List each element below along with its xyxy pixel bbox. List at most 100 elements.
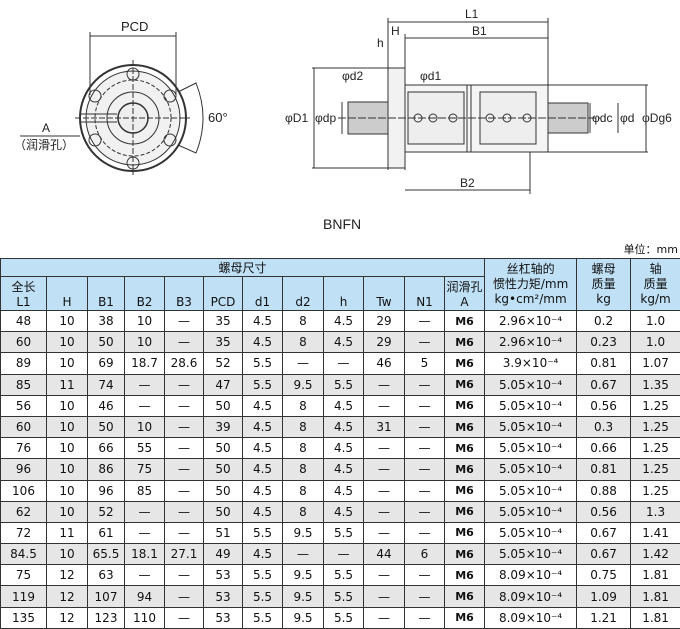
table-cell: 9.5 xyxy=(282,606,324,629)
h-lower-label: h xyxy=(377,36,384,50)
column-header: B2 xyxy=(124,276,165,311)
table-cell: 5.05×10⁻⁴ xyxy=(484,415,578,439)
column-header: h xyxy=(323,276,364,311)
table-cell: 5 xyxy=(404,352,445,375)
table-cell: M6 xyxy=(443,437,486,460)
table-cell: 10 xyxy=(124,415,165,439)
table-cell: 10 xyxy=(46,415,88,439)
column-header: B1 xyxy=(87,276,125,311)
table-cell: — xyxy=(164,373,204,396)
table-cell: 31 xyxy=(363,415,405,439)
table-cell: 8 xyxy=(282,437,324,460)
table-cell: 1.81 xyxy=(630,564,680,587)
table-cell: 94 xyxy=(124,585,165,608)
table-cell: — xyxy=(404,415,445,439)
table-cell: — xyxy=(363,373,405,396)
d1-hole-label: φd1 xyxy=(420,69,441,83)
table-cell: 47 xyxy=(203,373,243,396)
table-cell: M6 xyxy=(443,543,486,566)
table-cell: 18.7 xyxy=(124,352,165,375)
table-cell: 69 xyxy=(87,352,125,375)
table-cell: 9.5 xyxy=(282,585,324,608)
table-cell: 5.05×10⁻⁴ xyxy=(484,458,578,481)
table-cell: M6 xyxy=(443,309,486,333)
table-cell: 11 xyxy=(46,373,88,396)
table-cell: — xyxy=(164,331,204,354)
table-cell: 49 xyxy=(203,543,243,566)
table-cell: 1.25 xyxy=(630,479,680,502)
table-cell: — xyxy=(363,521,405,545)
dc-label: φdc xyxy=(592,111,612,125)
table-cell: 4.5 xyxy=(323,458,364,481)
table-cell: 1.81 xyxy=(630,606,680,629)
table-cell: — xyxy=(404,585,445,608)
table-cell: 52 xyxy=(87,500,125,523)
table-cell: 5.05×10⁻⁴ xyxy=(484,543,578,566)
table-cell: 1.3 xyxy=(630,500,680,523)
table-cell: 1.09 xyxy=(576,585,632,608)
table-cell: — xyxy=(363,479,405,502)
table-cell: — xyxy=(363,437,405,460)
table-cell: 5.05×10⁻⁴ xyxy=(484,479,578,502)
table-cell: 50 xyxy=(87,331,125,354)
table-cell: 39 xyxy=(203,415,243,439)
table-cell: 5.5 xyxy=(242,564,283,587)
table-cell: 10 xyxy=(46,479,88,502)
table-cell: M6 xyxy=(443,373,486,396)
column-header: d2 xyxy=(282,276,324,311)
table-cell: M6 xyxy=(443,500,486,523)
table-cell: 1.0 xyxy=(630,309,680,333)
table-cell: 5.5 xyxy=(242,373,283,396)
column-header: B3 xyxy=(164,276,204,311)
table-cell: 8 xyxy=(282,479,324,502)
table-cell: 9.5 xyxy=(282,564,324,587)
table-cell: 29 xyxy=(363,331,405,354)
table-cell: — xyxy=(363,458,405,481)
table-cell: 10 xyxy=(124,309,165,333)
table-cell: 0.3 xyxy=(576,415,632,439)
table-cell: M6 xyxy=(443,331,486,354)
table-cell: 10 xyxy=(124,331,165,354)
table-cell: 5.5 xyxy=(242,352,283,375)
table-cell: 50 xyxy=(203,479,243,502)
lube-hole-label: A xyxy=(42,121,50,135)
table-cell: 1.21 xyxy=(576,606,632,629)
table-cell: 50 xyxy=(203,458,243,481)
table-cell: — xyxy=(164,309,204,333)
table-cell: 106 xyxy=(0,479,47,502)
table-cell: 76 xyxy=(0,437,47,460)
table-cell: 72 xyxy=(0,521,47,545)
table-cell: 0.67 xyxy=(576,373,632,396)
table-cell: — xyxy=(124,373,165,396)
table-cell: 4.5 xyxy=(242,458,283,481)
table-cell: 50 xyxy=(87,415,125,439)
table-cell: 0.2 xyxy=(576,309,632,333)
table-cell: 8.09×10⁻⁴ xyxy=(484,564,578,587)
table-cell: 8 xyxy=(282,500,324,523)
table-cell: — xyxy=(404,500,445,523)
table-cell: — xyxy=(164,500,204,523)
table-cell: 5.5 xyxy=(242,606,283,629)
table-cell: 56 xyxy=(0,394,47,417)
table-cell: — xyxy=(404,437,445,460)
table-cell: M6 xyxy=(443,352,486,375)
table-cell: 86 xyxy=(87,458,125,481)
table-cell: 85 xyxy=(124,479,165,502)
table-cell: 46 xyxy=(363,352,405,375)
table-cell: 65.5 xyxy=(87,543,125,566)
table-cell: 2.96×10⁻⁴ xyxy=(484,331,578,354)
table-cell: — xyxy=(404,521,445,545)
table-cell: — xyxy=(363,394,405,417)
table-cell: 10 xyxy=(46,500,88,523)
table-cell: 85 xyxy=(0,373,47,396)
b1-label: B1 xyxy=(472,24,487,38)
table-cell: 4.5 xyxy=(242,543,283,566)
